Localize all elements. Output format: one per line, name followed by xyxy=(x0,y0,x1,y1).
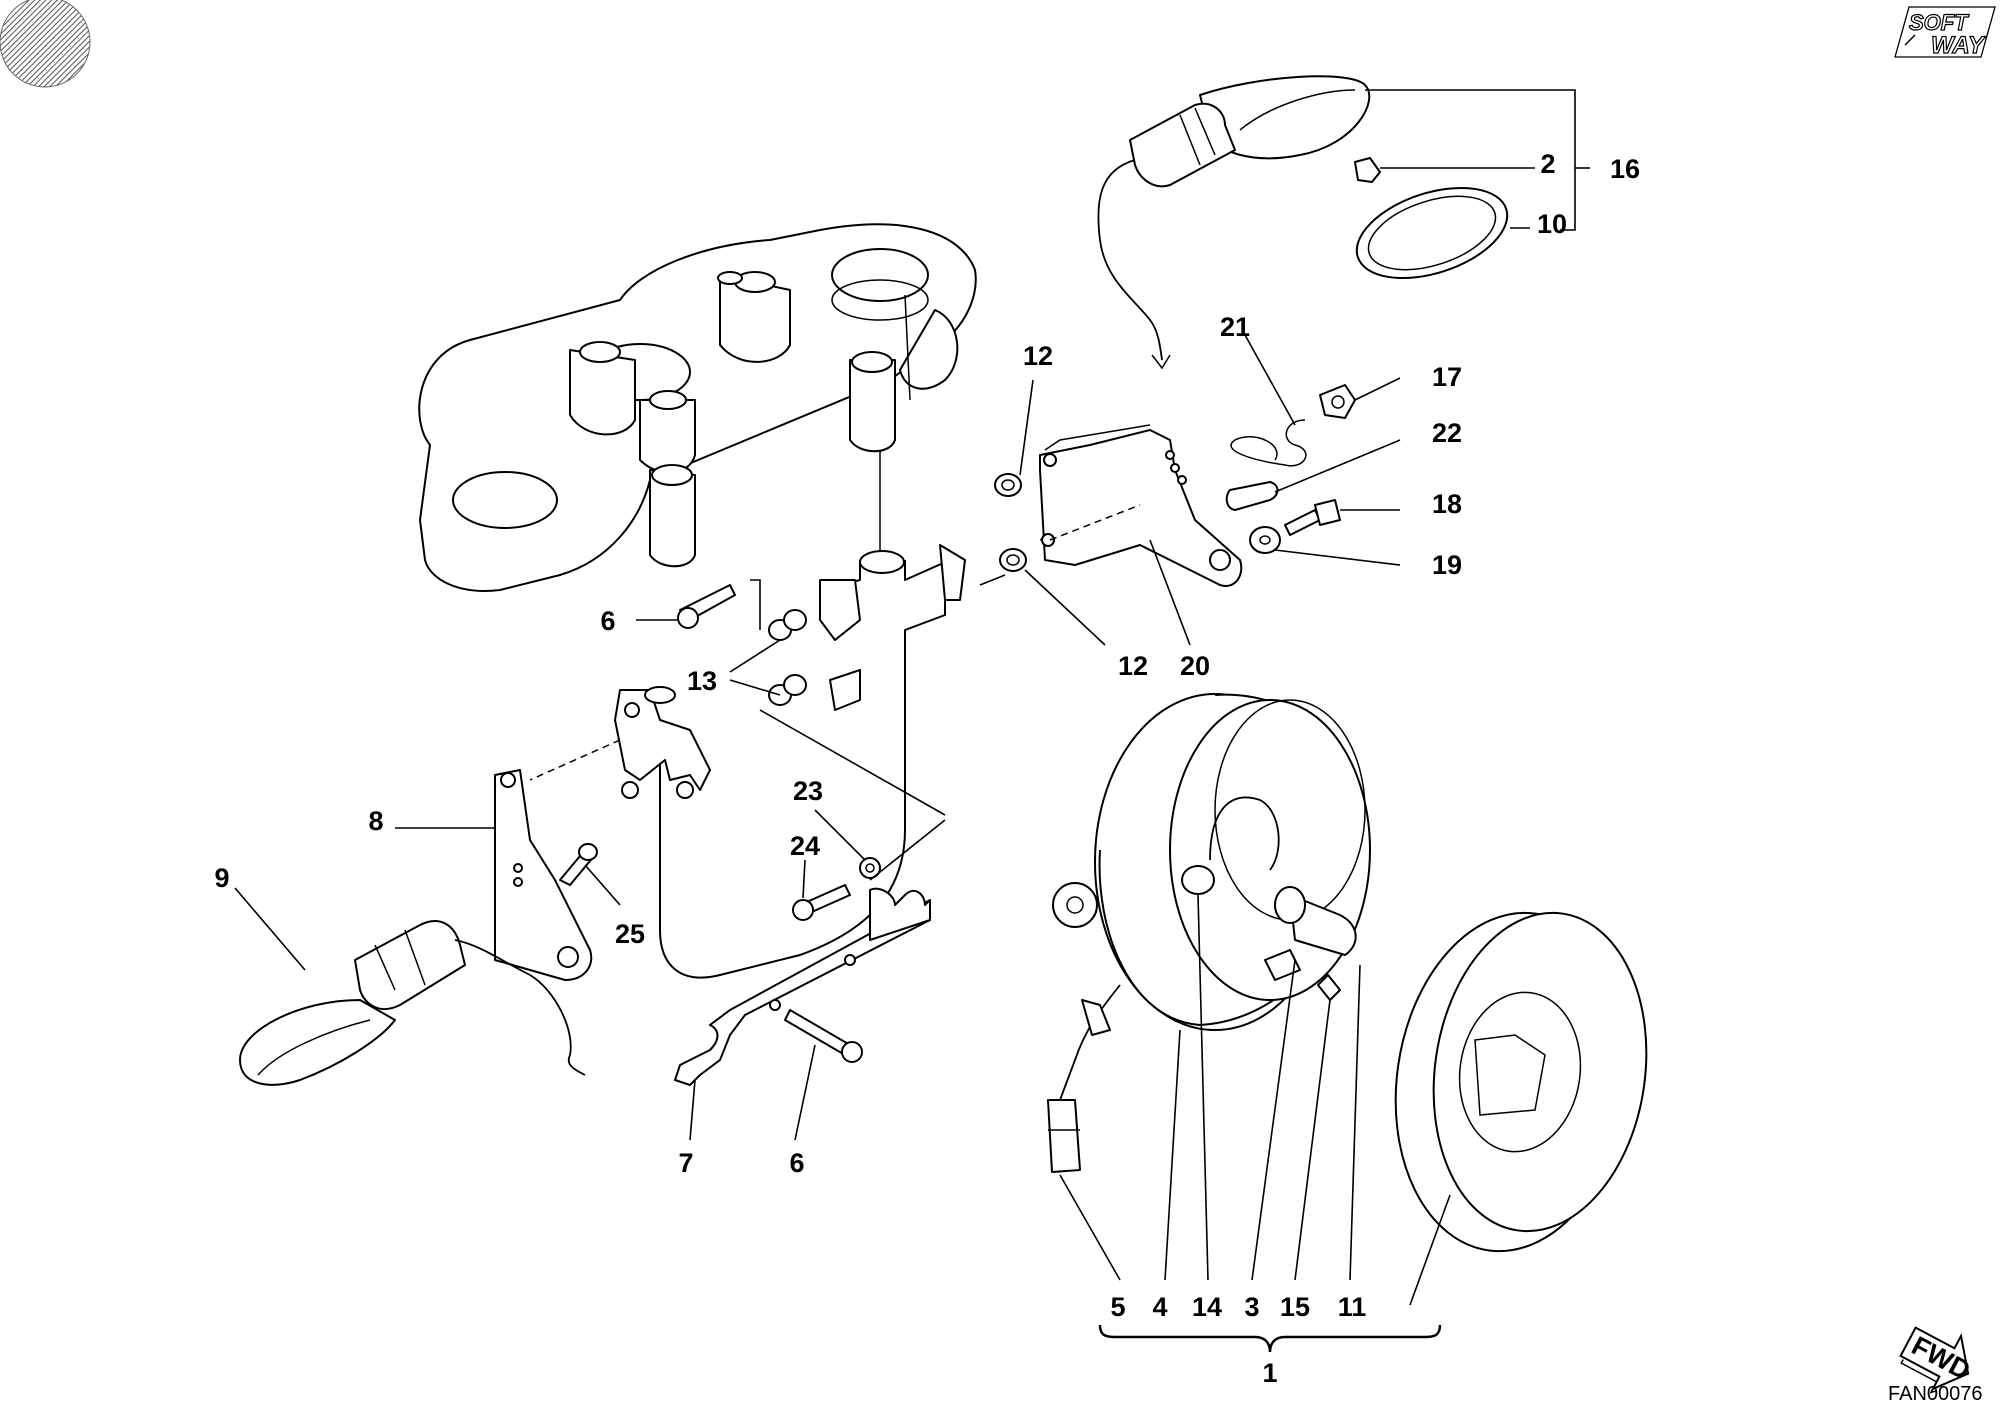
callout-4: 4 xyxy=(1152,1292,1167,1322)
callout-19: 19 xyxy=(1432,550,1462,580)
callout-11: 11 xyxy=(1338,1292,1367,1322)
callout-25: 25 xyxy=(615,919,645,949)
headlight-lens xyxy=(1394,911,1648,1253)
right-turn-signal xyxy=(1097,75,1509,370)
hardware-parts xyxy=(559,384,1356,1063)
callout-16: 16 xyxy=(1610,154,1640,184)
bracket-8 xyxy=(494,686,711,981)
headlight-assembly xyxy=(1047,693,1371,1173)
callout-24: 24 xyxy=(790,831,820,861)
callout-10: 10 xyxy=(1537,209,1567,239)
drawing-code: FAN00076 xyxy=(1888,1383,1983,1405)
alignment-line xyxy=(979,574,1006,586)
callout-15: 15 xyxy=(1280,1292,1310,1322)
left-turn-signal xyxy=(239,920,586,1086)
callout-7: 7 xyxy=(678,1148,693,1178)
bracket-7 xyxy=(674,887,931,1086)
alignment-line xyxy=(529,739,621,781)
callout-20: 20 xyxy=(1180,651,1210,681)
bracket-20 xyxy=(1039,424,1243,587)
callout-22: 22 xyxy=(1432,418,1462,448)
callout-12-top: 12 xyxy=(1023,341,1053,371)
logo-line1: SOFT xyxy=(1909,10,1969,35)
callout-21: 21 xyxy=(1220,312,1250,342)
callout-23: 23 xyxy=(793,776,823,806)
callout-17: 17 xyxy=(1432,362,1462,392)
callout-3: 3 xyxy=(1244,1292,1259,1322)
corner-circle-icon xyxy=(0,0,91,88)
callout-13: 13 xyxy=(687,666,717,696)
callout-1: 1 xyxy=(1262,1358,1277,1388)
assembly-brace xyxy=(1098,1324,1442,1353)
leader-lines xyxy=(234,89,1590,1306)
callout-8: 8 xyxy=(368,806,383,836)
callout-6-top: 6 xyxy=(600,606,615,636)
callout-6-bottom: 6 xyxy=(789,1148,804,1178)
callout-2: 2 xyxy=(1540,149,1555,179)
callout-labels: 1 2 3 4 5 6 6 7 8 9 10 11 12 12 13 14 15… xyxy=(214,149,1640,1388)
logo-line2: WAY xyxy=(1931,32,1986,59)
softway-logo: SOFT WAY xyxy=(1894,6,1996,60)
callout-14: 14 xyxy=(1192,1292,1222,1322)
triple-clamp xyxy=(418,223,977,592)
callout-5: 5 xyxy=(1110,1292,1125,1322)
headlight-support-bracket xyxy=(659,544,966,979)
callout-12-bottom: 12 xyxy=(1118,651,1148,681)
callout-9: 9 xyxy=(214,863,229,893)
callout-18: 18 xyxy=(1432,489,1462,519)
